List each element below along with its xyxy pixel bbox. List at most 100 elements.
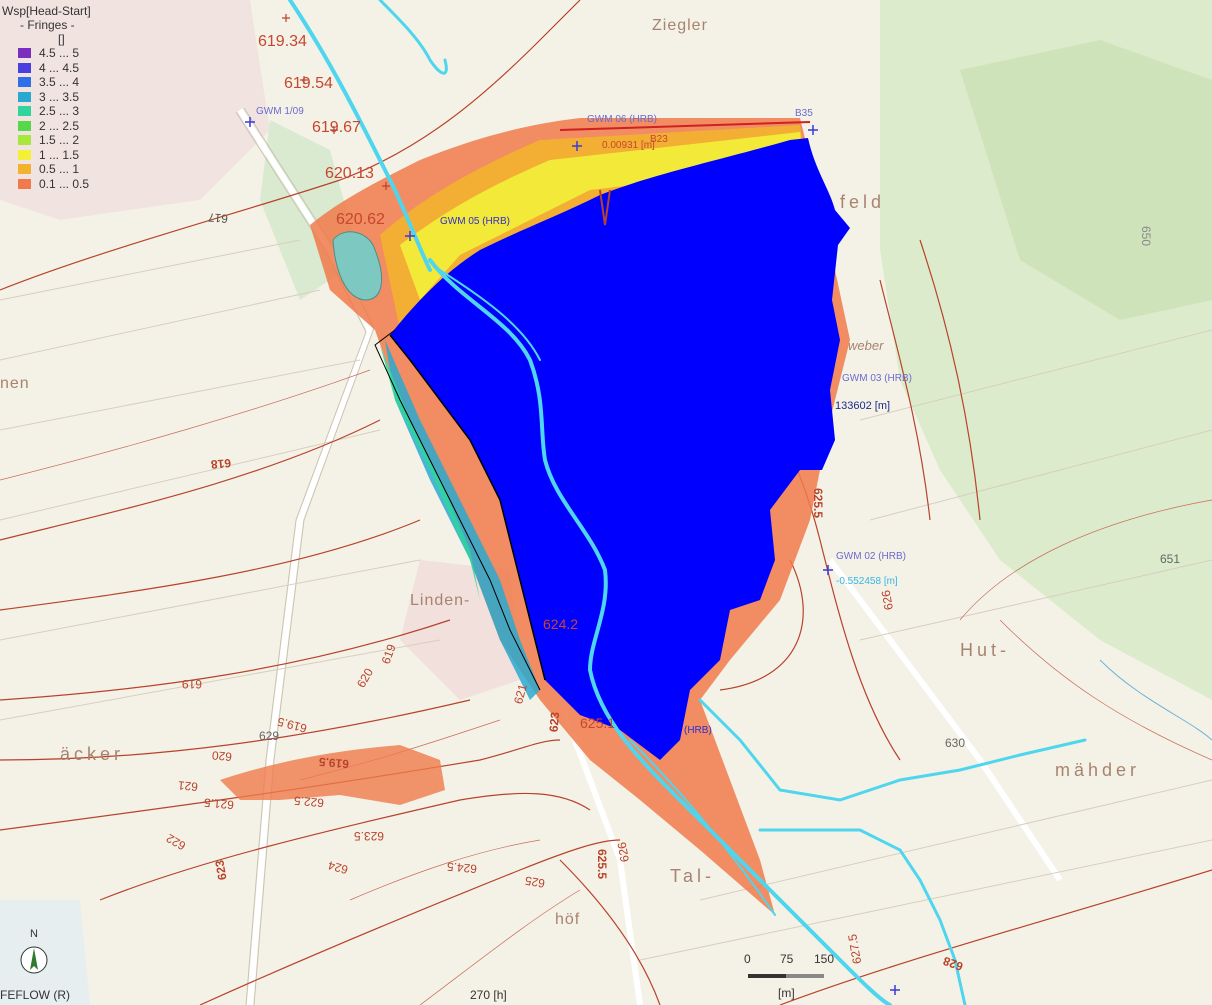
contour-label: 621 — [511, 682, 530, 705]
stream-east — [1099, 659, 1212, 741]
head-label: 620.13 — [325, 165, 374, 182]
contour-label: 630 — [945, 736, 965, 750]
place-names: Ziegler feld Hut- mähder Linden- äcker T… — [0, 17, 1140, 928]
contour-label: 622.5 — [293, 793, 324, 810]
contour-label: 629 — [259, 729, 279, 743]
place-name: Ziegler — [652, 17, 708, 34]
place-name: Linden- — [410, 592, 470, 609]
contour-label: 619.5 — [318, 755, 349, 772]
contour-label: 623.5 — [354, 829, 384, 843]
pond — [332, 231, 383, 301]
legend-label: 4 ... 4.5 — [39, 60, 80, 75]
contour-label: 626 — [615, 841, 632, 863]
well-label: GWM 1/09 — [256, 106, 304, 117]
well-label: GWM 02 (HRB) — [836, 551, 906, 562]
scale-tick-label: 75 — [780, 952, 794, 966]
legend-label: 2.5 ... 3 — [39, 104, 80, 119]
head-label: 619.67 — [312, 119, 361, 136]
contour-label: 626 — [879, 589, 896, 611]
contour-label: 650 — [1139, 226, 1153, 246]
scale-segment — [748, 974, 786, 978]
legend-row: 2.5 ... 3 — [2, 104, 91, 119]
legend-row: 3.5 ... 4 — [2, 75, 91, 90]
place-name: feld — [840, 192, 885, 212]
scale-bar: 0 75 150 [m] — [742, 950, 852, 1002]
legend-label: 0.5 ... 1 — [39, 162, 80, 177]
contour-label: 625.5 — [811, 488, 825, 518]
head-markers — [282, 14, 390, 190]
legend: Wsp[Head-Start] - Fringes - [] 4.5 ... 5… — [2, 4, 91, 191]
lake-flood-area — [390, 138, 850, 760]
contour-label: 621.5 — [203, 795, 234, 812]
well-label: GWM 03 (HRB) — [842, 373, 912, 384]
legend-swatch — [18, 120, 31, 131]
contour-label: 628 — [941, 954, 965, 974]
place-name: äcker — [60, 744, 124, 764]
legend-label: 4.5 ... 5 — [39, 46, 80, 61]
scale-unit: [m] — [778, 986, 795, 1000]
legend-label: 1 ... 1.5 — [39, 147, 80, 162]
north-arrow: N — [14, 928, 54, 980]
well-labels: GWM 1/09 GWM 06 (HRB) 0.00931 [m] GWM 05… — [256, 106, 912, 736]
legend-swatch — [18, 77, 31, 88]
head-label: 619.54 — [284, 75, 333, 92]
well-markers — [245, 117, 900, 995]
contour-label: 618 — [210, 456, 231, 472]
legend-title: Wsp[Head-Start] — [2, 4, 91, 18]
dam-notch — [599, 189, 611, 226]
place-name: mähder — [1055, 760, 1140, 780]
legend-swatch — [18, 164, 31, 175]
place-name: Hut- — [960, 640, 1010, 660]
north-arrow-icon — [30, 948, 38, 970]
legend-swatch — [18, 106, 31, 117]
legend-row: 4 ... 4.5 — [2, 61, 91, 76]
contour-label: 620 — [211, 748, 232, 764]
scale-segment — [786, 974, 824, 978]
legend-label: 3.5 ... 4 — [39, 75, 80, 90]
legend-swatch — [18, 178, 31, 189]
head-labels: 619.34 619.54 619.67 620.13 620.62 624.2… — [258, 33, 615, 731]
well-label: (HRB) — [684, 725, 712, 736]
legend-unit: [] — [58, 32, 65, 46]
place-name: Tal- — [670, 866, 715, 886]
legend-label: 2 ... 2.5 — [39, 118, 80, 133]
lake-edge-outer — [374, 329, 541, 691]
app-watermark: FEFLOW (R) — [0, 988, 70, 1002]
legend-row: 0.1 ... 0.5 — [2, 177, 91, 192]
north-label: N — [30, 928, 38, 940]
well-value: -0.552458 [m] — [836, 576, 898, 587]
legend-label: 0.1 ... 0.5 — [39, 176, 90, 191]
contour-label: 617 — [207, 210, 228, 226]
simulation-time: 270 [h] — [470, 988, 507, 1002]
legend-swatch — [18, 62, 31, 73]
fringe-zone-3-3.5 — [385, 340, 540, 700]
contour-label: 621 — [177, 778, 198, 794]
head-label: 624.2 — [543, 616, 578, 632]
fringe-zone-2.5-3 — [380, 345, 480, 600]
settlement-area — [0, 0, 270, 220]
head-label: 619.34 — [258, 33, 307, 50]
contour-label: 625.5 — [595, 849, 609, 879]
well-label: B35 — [795, 108, 813, 119]
contour-label: 624 — [326, 858, 349, 877]
lake-edge — [389, 334, 546, 681]
contour-label: 619 — [379, 642, 399, 666]
head-label: 620.62 — [336, 211, 385, 228]
fringe-zone-west — [220, 745, 445, 805]
contour-label: 625 — [524, 873, 546, 890]
contour-label: 623 — [547, 711, 563, 732]
legend-label: 1.5 ... 2 — [39, 133, 80, 148]
contour-label: 619 — [182, 677, 202, 691]
contour-label: 627.5 — [845, 933, 864, 965]
contour-label: 624.5 — [446, 859, 477, 876]
scale-tick-label: 150 — [814, 952, 835, 966]
well-value: 133602 [m] — [835, 400, 890, 412]
legend-row: 3 ... 3.5 — [2, 90, 91, 105]
place-name: höf — [555, 911, 580, 928]
place-name: weber — [848, 338, 884, 353]
legend-row: 4.5 ... 5 — [2, 46, 91, 61]
head-label: 625.1 — [580, 715, 615, 731]
